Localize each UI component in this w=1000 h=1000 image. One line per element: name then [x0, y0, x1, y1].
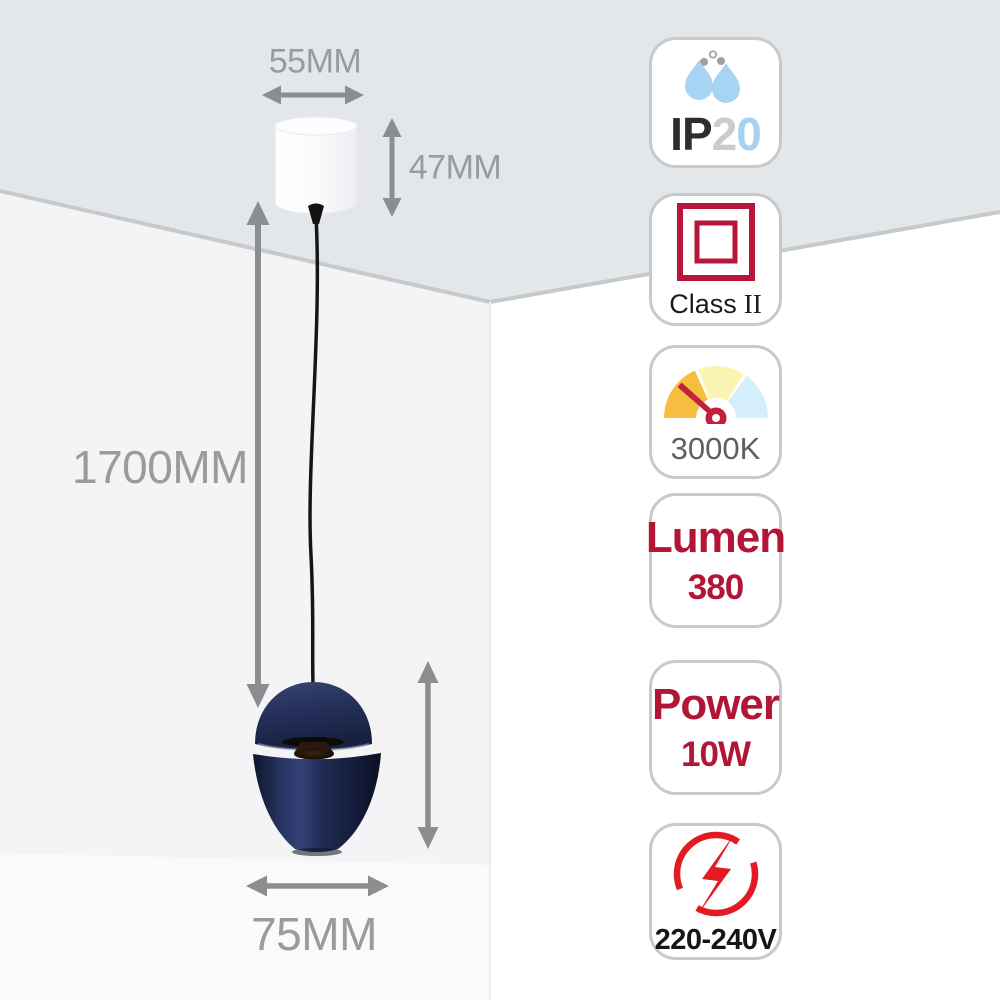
- voltage-range: 220-240V: [654, 924, 777, 956]
- cord-grip: [308, 203, 324, 224]
- power-label: Power: [651, 680, 780, 729]
- ip-rating-text: IP 2 0: [670, 107, 762, 160]
- badge-voltage: 220-240V: [649, 823, 782, 960]
- class-numeral: II: [743, 288, 762, 319]
- badge-power: Power 10W: [649, 660, 782, 795]
- arrow-canopy-width: [262, 85, 364, 105]
- canopy-height-label: 47MM: [408, 148, 502, 187]
- lamp-body: [253, 753, 381, 852]
- floor-highlight: [0, 853, 490, 1000]
- shade-width-label: 75MM: [251, 908, 377, 960]
- lamp-inner-diffuser: [282, 737, 344, 760]
- class-ii-double-square-icon: [676, 202, 755, 281]
- lumen-value: 380: [687, 568, 744, 607]
- pendant-cord: [308, 214, 320, 686]
- arrow-shade-width: [246, 875, 389, 897]
- arrow-canopy-height: [382, 118, 402, 217]
- class-label: Class: [669, 288, 737, 319]
- lamp-base-shadow: [292, 848, 342, 856]
- dimension-arrows: [246, 85, 439, 897]
- arrow-shade-height: [417, 661, 439, 849]
- arrow-suspension-drop: [246, 201, 270, 708]
- ceiling-canopy: [274, 116, 358, 224]
- water-drops-icon: [684, 49, 740, 103]
- pendant-lamp: [253, 682, 381, 856]
- lumen-label: Lumen: [645, 513, 786, 562]
- power-value: 10W: [681, 735, 751, 774]
- badge-luminous-flux: Lumen 380: [645, 493, 786, 628]
- class-text: Class II: [669, 288, 762, 319]
- badge-color-temperature: 3000K: [649, 345, 782, 479]
- ip-prefix: IP: [670, 107, 712, 160]
- lamp-dome: [255, 682, 372, 750]
- suspension-drop-label: 1700MM: [72, 441, 248, 493]
- canopy-width-label: 55MM: [268, 42, 362, 81]
- color-temperature-gauge-icon: [663, 365, 768, 424]
- lightning-bolt-icon: [673, 831, 758, 917]
- ip-digit-solid: 2: [711, 107, 738, 160]
- ip-digit-liquid: 0: [736, 107, 762, 160]
- badge-insulation-class: Class II: [649, 193, 782, 326]
- badge-ip-rating: IP 2 0: [649, 37, 782, 168]
- color-temperature-value: 3000K: [670, 431, 761, 466]
